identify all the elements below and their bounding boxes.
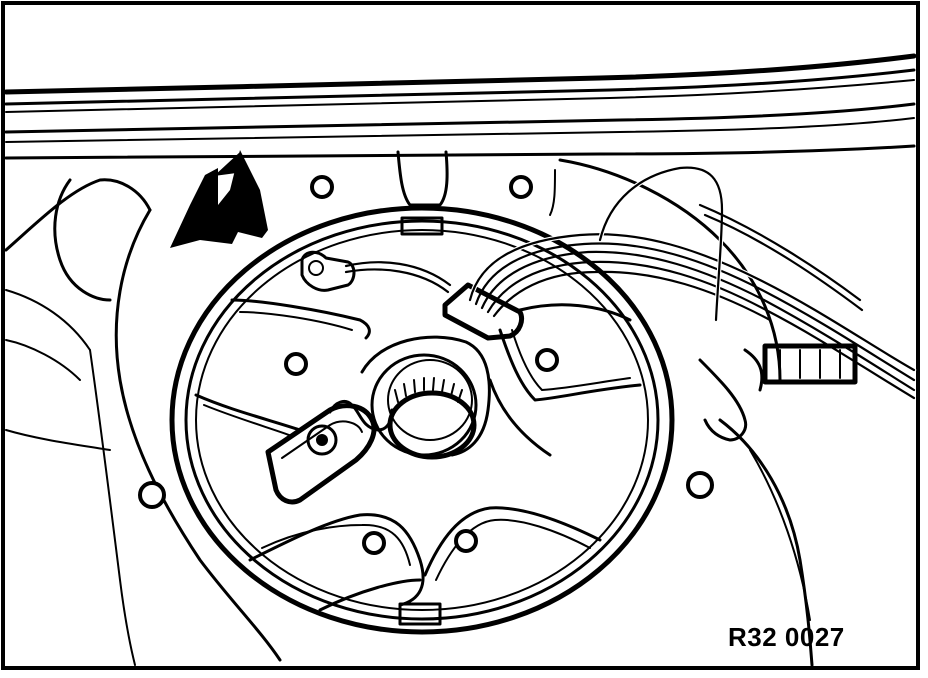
hub-holes [284, 348, 559, 555]
figure-code: R32 0027 [728, 622, 845, 652]
top-tab [396, 150, 449, 207]
hub-spokes [194, 298, 642, 612]
harness-connector [743, 343, 858, 392]
wire-harness [442, 165, 917, 400]
rim-tabs [398, 216, 444, 626]
clock-spring-rings [169, 205, 675, 635]
figure-border [1, 1, 920, 670]
double-arrow-pointer-icon [170, 150, 268, 248]
housing-holes [138, 175, 714, 509]
upper-connector [300, 250, 452, 294]
dashboard-trim [3, 53, 917, 160]
left-housing [4, 178, 282, 666]
splined-hub [360, 335, 491, 460]
horn-contact-bracket [265, 400, 394, 505]
